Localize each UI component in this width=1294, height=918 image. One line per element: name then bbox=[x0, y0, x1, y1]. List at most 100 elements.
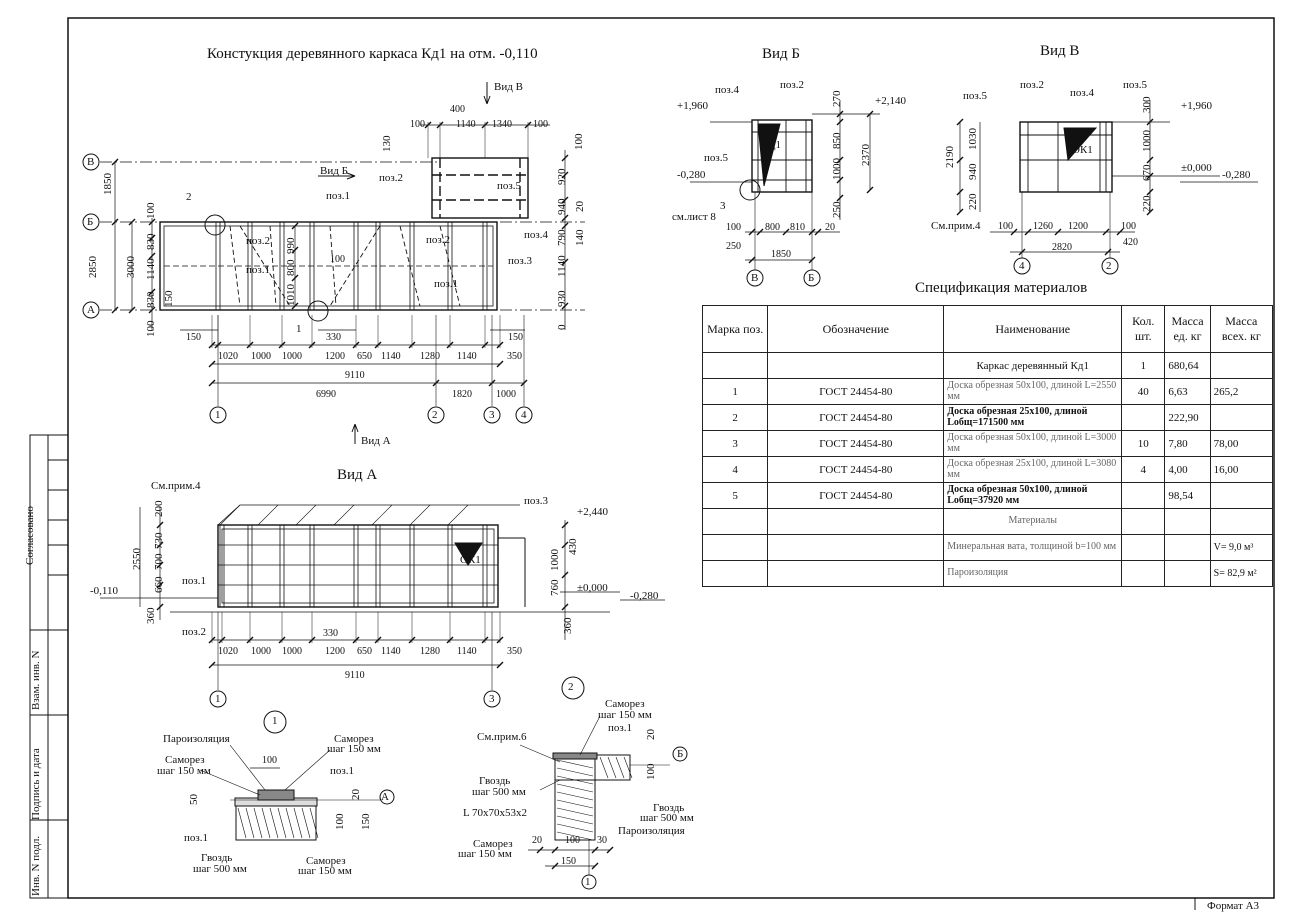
node1-label: Пароизоляция bbox=[163, 733, 230, 745]
spec-qty bbox=[1121, 508, 1166, 535]
dim-tick bbox=[956, 208, 964, 216]
dim-tick bbox=[148, 306, 156, 314]
plan-pos2-b: поз.2 bbox=[426, 234, 450, 246]
vb-dim: 810 bbox=[790, 222, 805, 233]
vb-dim: 2370 bbox=[860, 144, 872, 166]
view-b-title: Вид Б bbox=[762, 46, 801, 62]
node2-hatch bbox=[556, 815, 594, 825]
plan-dim: 1140 bbox=[556, 255, 568, 277]
va-opening-hatch bbox=[454, 542, 483, 566]
node2-dim: 150 bbox=[561, 856, 576, 867]
node2-axis-bubble-b bbox=[672, 746, 688, 762]
dim-tick bbox=[278, 636, 286, 644]
node1-board bbox=[235, 805, 317, 841]
va-stud bbox=[219, 524, 225, 608]
dim-tick bbox=[606, 846, 614, 854]
plan-dim: 940 bbox=[556, 198, 568, 216]
axis-label-4: 4 bbox=[521, 409, 527, 421]
plan-dim: 6990 bbox=[316, 389, 336, 400]
main-title: Констукция деревянного каркаса Кд1 на от… bbox=[207, 46, 538, 62]
spec-mark: 3 bbox=[701, 430, 769, 457]
spec-col-qty: Кол. шт. bbox=[1121, 305, 1166, 353]
dim-tick bbox=[156, 521, 164, 529]
dim-tick bbox=[520, 379, 528, 387]
dim-tick bbox=[352, 636, 360, 644]
plan-brace bbox=[329, 225, 337, 307]
spec-qty bbox=[1121, 482, 1166, 509]
plan-dim: 140 bbox=[574, 229, 586, 247]
axis-bubble-v bbox=[82, 153, 100, 171]
view-arrow bbox=[354, 423, 359, 433]
dim-tick bbox=[374, 341, 382, 349]
va-stud bbox=[309, 524, 315, 608]
dim-tick bbox=[1054, 228, 1062, 236]
node1-number: 1 bbox=[272, 715, 278, 727]
dim-tick bbox=[1146, 172, 1154, 180]
plan-dim: 930 bbox=[556, 290, 568, 308]
spec-name: Доска обрезная 50x100, длиной L=3000 мм bbox=[943, 430, 1123, 457]
axis-label-2: 2 bbox=[432, 409, 438, 421]
dim-tick bbox=[748, 228, 756, 236]
dim-tick bbox=[208, 379, 216, 387]
vv-dim: 1260 bbox=[1033, 221, 1053, 232]
spec-code: ГОСТ 24454-80 bbox=[767, 378, 945, 405]
leader bbox=[519, 744, 561, 763]
dim-tick bbox=[561, 571, 569, 579]
dim-tick bbox=[246, 636, 254, 644]
dim-tick bbox=[291, 274, 299, 282]
dim-tick bbox=[436, 121, 444, 129]
spec-total: 16,00 bbox=[1209, 456, 1274, 483]
node1-hatch bbox=[253, 807, 263, 839]
node2-board-vert bbox=[554, 754, 596, 841]
dim-tick bbox=[1024, 228, 1032, 236]
dim-tick bbox=[156, 581, 164, 589]
vb-dim: 270 bbox=[831, 90, 843, 108]
dim-tick bbox=[488, 379, 496, 387]
spec-name: Доска обрезная 25x100, длиной Lобщ=17150… bbox=[943, 404, 1123, 431]
dim-tick bbox=[551, 846, 559, 854]
spec-table: Марка поз. Обозначение Наименование Кол.… bbox=[701, 305, 1274, 587]
dim-tick bbox=[291, 302, 299, 310]
va-stud bbox=[247, 524, 253, 608]
node2-hatch bbox=[556, 791, 594, 801]
vb-pos4: поз.4 bbox=[715, 84, 739, 96]
table-row: 3 ГОСТ 24454-80 Доска обрезная 50x100, д… bbox=[701, 430, 1274, 457]
dim-tick bbox=[591, 862, 599, 870]
plan-dim: 330 bbox=[326, 332, 341, 343]
spec-name: Доска обрезная 50x100, длиной Lобщ=37920… bbox=[943, 482, 1123, 509]
dim-tick bbox=[496, 341, 504, 349]
axis-label-v: В bbox=[87, 156, 95, 168]
callout-circle-2 bbox=[204, 214, 226, 236]
stamp-block bbox=[29, 434, 69, 899]
spec-name: Минеральная вата, толщиной b=100 мм bbox=[943, 534, 1123, 561]
plan-pos1-a: поз.1 bbox=[246, 264, 270, 276]
dim-tick bbox=[111, 158, 119, 166]
stamp-inv-original: Инв. N подл. bbox=[30, 835, 42, 896]
leader bbox=[229, 744, 266, 791]
plan-dim: 1140 bbox=[457, 351, 477, 362]
plan-dim: 1140 bbox=[381, 351, 401, 362]
dim-tick bbox=[1146, 208, 1154, 216]
table-row: 4 ГОСТ 24454-80 Доска обрезная 25x100, д… bbox=[701, 456, 1274, 483]
spec-code: ГОСТ 24454-80 bbox=[767, 430, 945, 457]
node1-hatch bbox=[261, 807, 271, 839]
spec-title: Спецификация материалов bbox=[915, 280, 1088, 296]
va-dim: 1200 bbox=[325, 646, 345, 657]
spec-name: Материалы bbox=[943, 508, 1123, 535]
vb-pos2: поз.2 bbox=[780, 79, 804, 91]
dim-tick bbox=[278, 341, 286, 349]
arrow-view-b-label: Вид Б bbox=[320, 165, 348, 177]
spec-unit: 7,80 bbox=[1164, 430, 1211, 457]
vv-dim: 2190 bbox=[944, 146, 956, 168]
dim-tick bbox=[561, 222, 569, 230]
node2-label: шаг 150 мм bbox=[598, 709, 652, 721]
va-pos2: поз.2 bbox=[182, 626, 206, 638]
plan-frame bbox=[159, 221, 498, 311]
node1-dim: 100 bbox=[262, 755, 277, 766]
plan-dim: 830 bbox=[145, 291, 157, 309]
dim-tick bbox=[496, 360, 504, 368]
node2-circle bbox=[561, 676, 585, 700]
va-dim: 1140 bbox=[381, 646, 401, 657]
spec-code bbox=[767, 534, 945, 561]
